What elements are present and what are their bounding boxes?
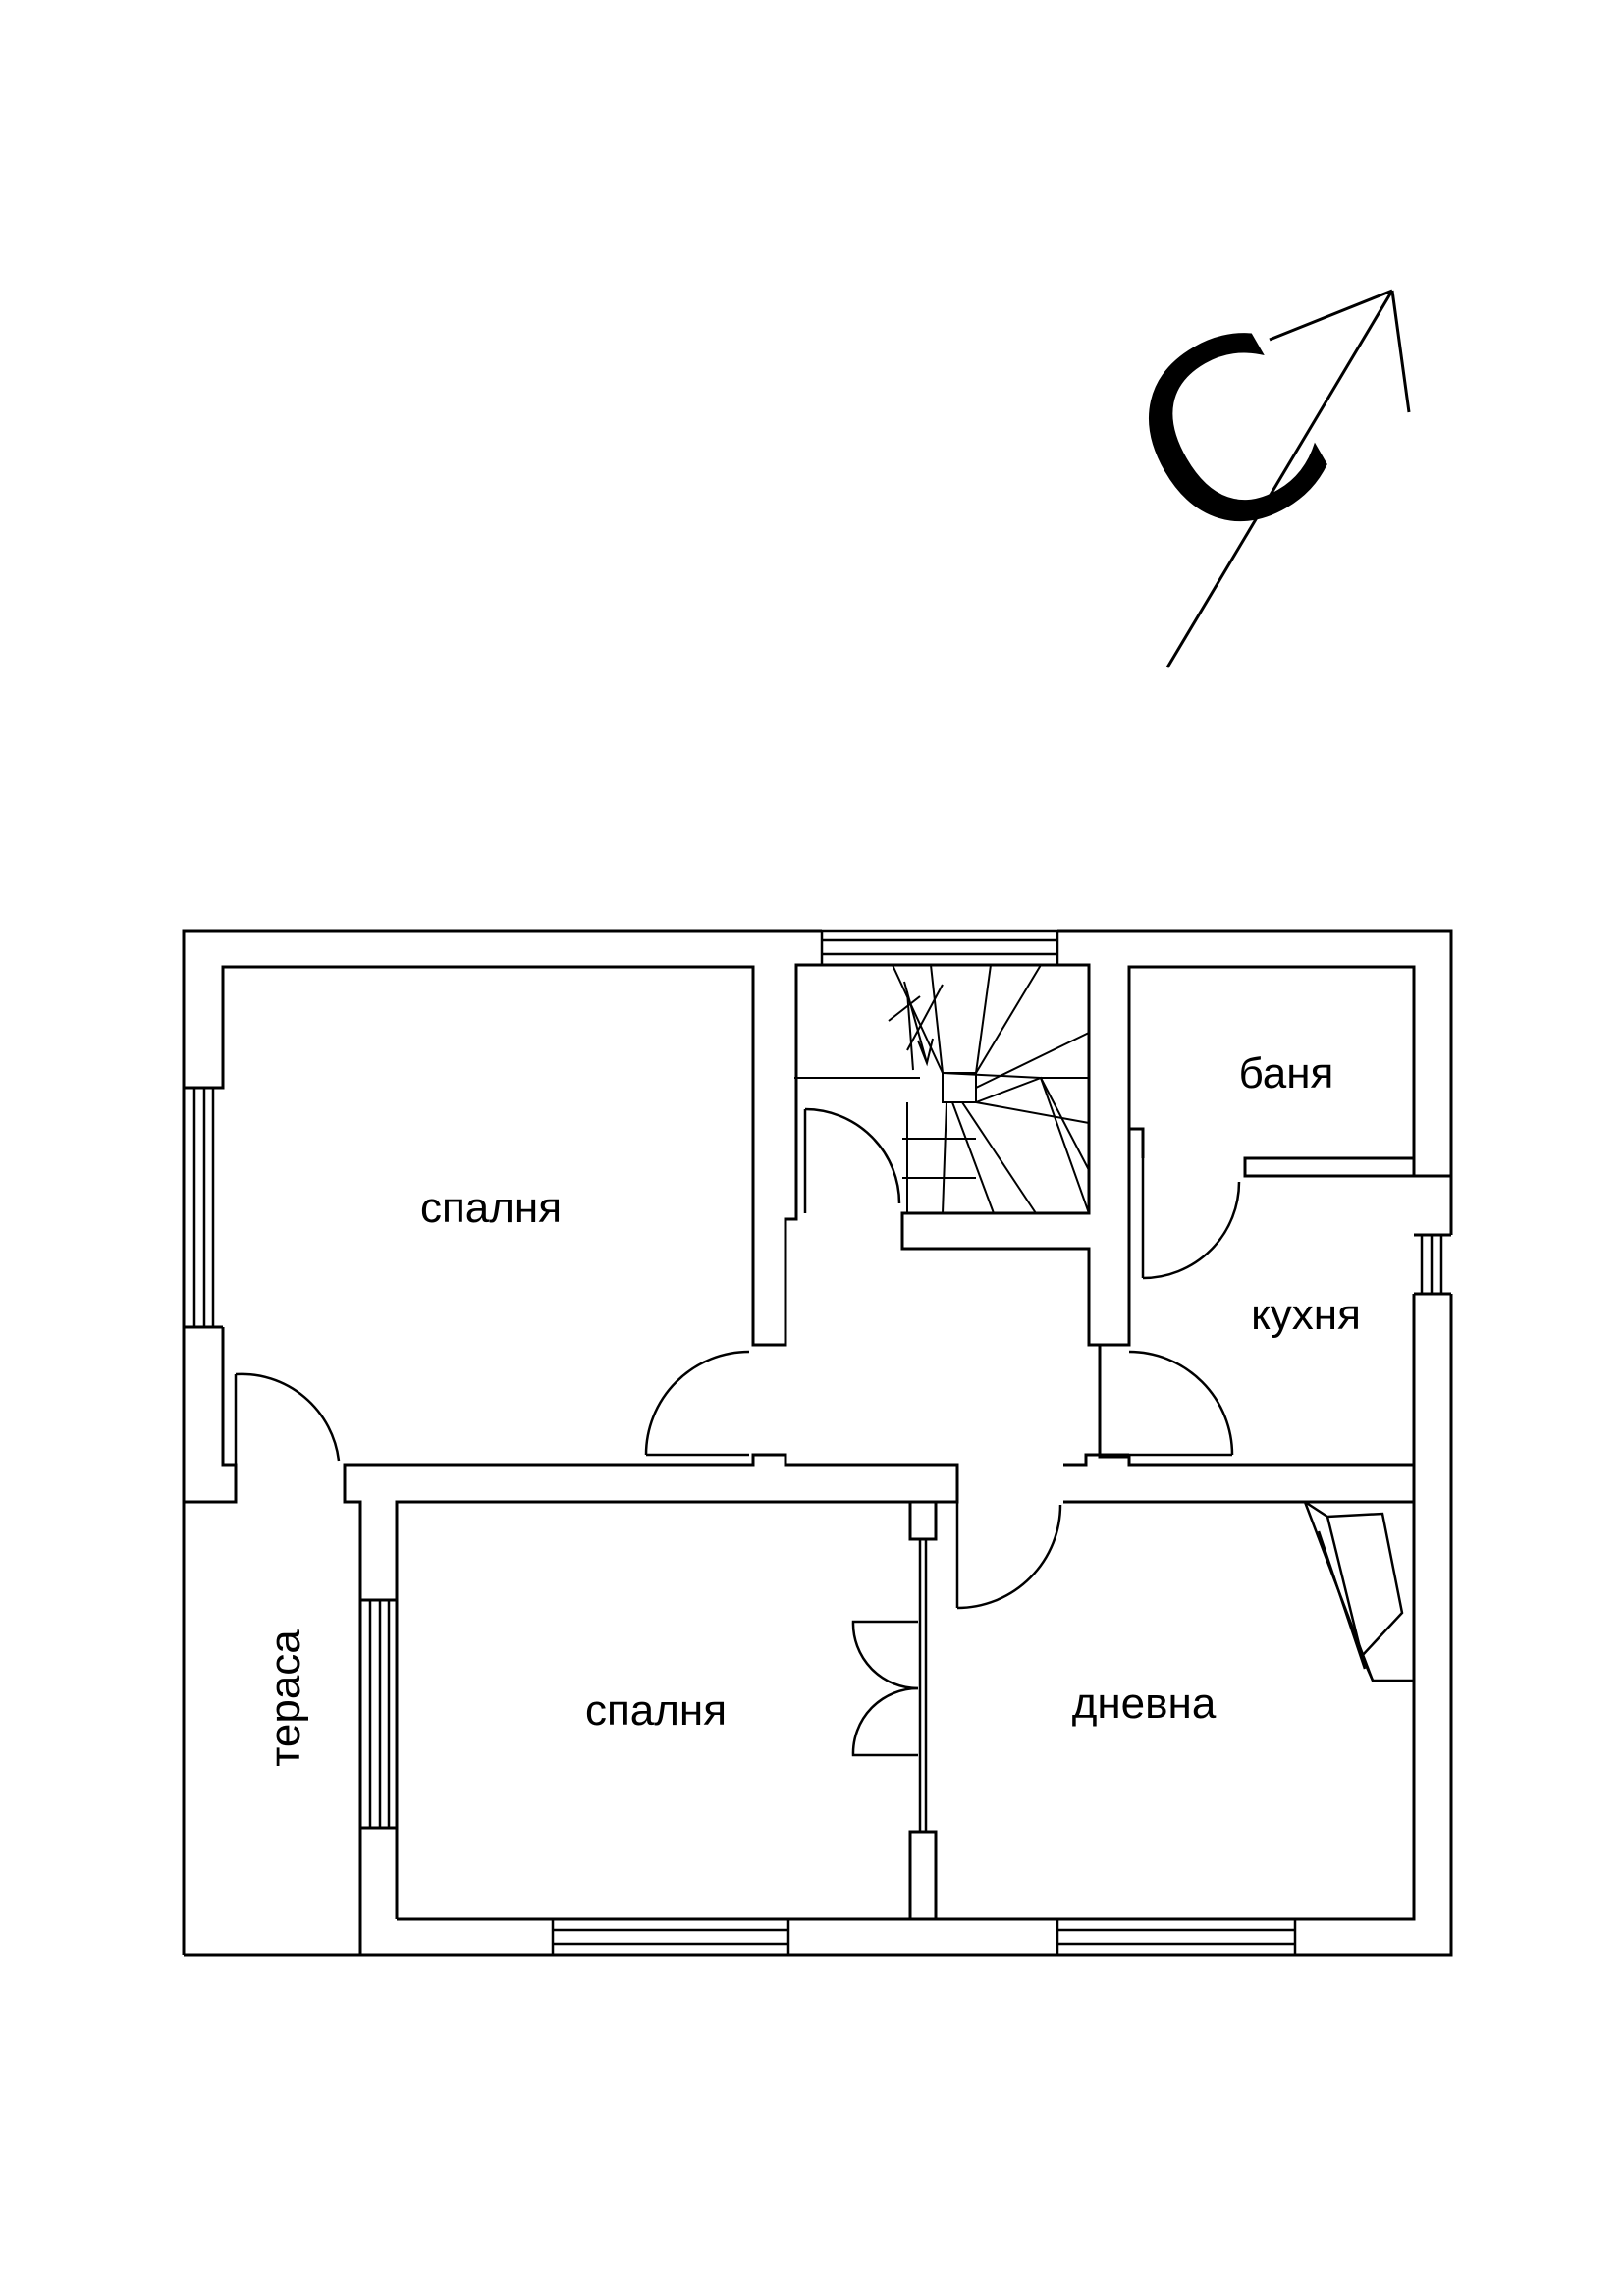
staircase <box>794 964 1090 1214</box>
wall-middle-right <box>1063 1465 1416 1504</box>
door-stair <box>803 1107 901 1213</box>
room-label-living-room: дневна <box>1072 1680 1217 1728</box>
wall-partition-top <box>908 1502 938 1541</box>
room-label-bedroom-top: спалня <box>420 1184 562 1232</box>
north-arrow-head-right <box>1390 290 1411 413</box>
window-partition-glass <box>918 1539 928 1832</box>
room-label-bedroom-bottom: спалня <box>585 1686 727 1735</box>
window-lower-bedroom-left <box>368 1600 391 1828</box>
windows <box>192 929 1443 1957</box>
wall-bedroom-top-left <box>184 963 822 1347</box>
outer-wall-top <box>182 929 822 1955</box>
north-arrow <box>1165 289 1411 668</box>
outer-wall-right-lower <box>184 1294 1453 1957</box>
wall-middle-horizontal <box>343 1453 959 1602</box>
window-right-kitchen <box>1420 1235 1443 1294</box>
wall-left-lower <box>184 1327 238 1504</box>
window-left-bedroom <box>192 1088 215 1327</box>
doors <box>234 1107 1241 1757</box>
compass-letter: С <box>1083 272 1375 605</box>
outer-wall-top-right <box>1057 929 1453 1235</box>
north-arrow-shaft <box>1165 290 1394 668</box>
door-kitchen-corridor <box>1128 1350 1234 1457</box>
wall-bath-left <box>1129 1127 1145 1158</box>
door-double-partition <box>851 1620 919 1757</box>
wall-partition-bottom <box>908 1830 938 1921</box>
wall-middle-horizontal-right <box>1063 1453 1129 1467</box>
stair-arrow-icon <box>903 981 934 1067</box>
door-living <box>955 1502 1062 1610</box>
north-arrow-head-left <box>1269 289 1393 342</box>
fireplace <box>1303 1500 1414 1682</box>
room-label-kitchen: кухня <box>1251 1291 1361 1339</box>
door-bedroom-top <box>644 1350 750 1457</box>
room-label-bathroom: баня <box>1239 1049 1334 1097</box>
wall-bath-kitchen <box>1243 1156 1416 1178</box>
wall-lower-left <box>358 1600 399 1919</box>
window-bottom-bedroom <box>551 1917 790 1957</box>
window-bottom-living <box>1056 1917 1297 1957</box>
window-top-stair <box>820 929 1059 967</box>
room-label-terrace: тераса <box>261 1629 309 1767</box>
wall-bottom-inner <box>397 1502 1416 1921</box>
door-terrace <box>234 1372 341 1465</box>
door-bathroom <box>1141 1158 1241 1280</box>
stair-wall-top <box>822 963 1416 1347</box>
